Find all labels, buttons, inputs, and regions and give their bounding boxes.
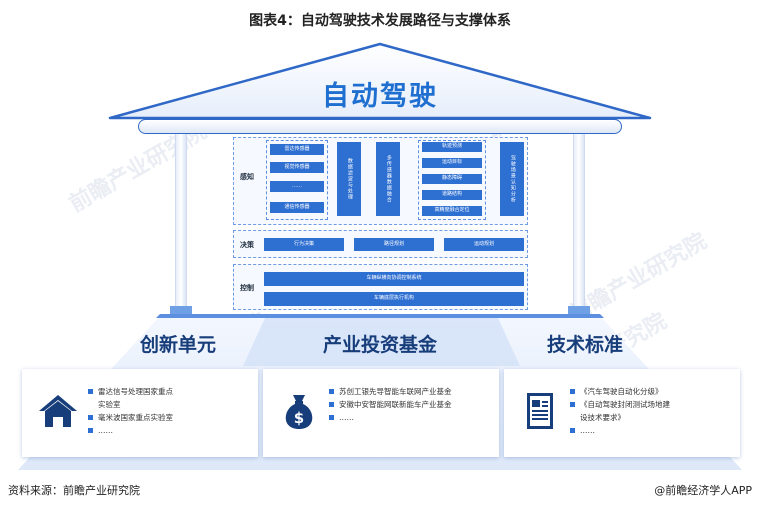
control-layer: 控制 车辆纵横向协调控制系统 车辆底层执行机构 bbox=[233, 264, 528, 310]
perception-layer: 感知 雷达传感器 视觉传感器 …… 通信传感器 数据滤波与处理 多传感器数据融合… bbox=[233, 137, 528, 225]
money-bag-icon: $ bbox=[285, 395, 313, 429]
list-item: 《自动驾驶封闭测试场地建 bbox=[570, 398, 734, 411]
list-item: 毫米波国家重点实验室 bbox=[88, 411, 252, 424]
sensor-box: 雷达传感器 bbox=[270, 144, 324, 155]
decision-box: 运动规划 bbox=[444, 238, 524, 251]
pillar-base bbox=[568, 306, 590, 314]
control-box: 车辆底层执行机构 bbox=[264, 292, 524, 306]
control-box: 车辆纵横向协调控制系统 bbox=[264, 272, 524, 286]
list-item: 苏创工银先导智能车联网产业基金 bbox=[329, 385, 493, 398]
house-icon bbox=[39, 395, 77, 427]
innovation-list: 雷达信号处理国家重点 实验室 毫米波国家重点实验室 …… bbox=[88, 385, 252, 437]
svg-text:$: $ bbox=[294, 409, 304, 427]
decision-layer: 决策 行为决策 路径规划 运动规划 bbox=[233, 230, 528, 258]
innovation-card: 雷达信号处理国家重点 实验室 毫米波国家重点实验室 …… bbox=[22, 369, 258, 457]
task-box: 高精度融合定位 bbox=[422, 206, 482, 216]
list-item: …… bbox=[88, 424, 252, 437]
decision-box: 路径规划 bbox=[354, 238, 434, 251]
task-box: 轨迹预测 bbox=[422, 142, 482, 152]
fusion-box: 多传感器数据融合 bbox=[376, 142, 400, 216]
task-box: 静态障碍 bbox=[422, 174, 482, 184]
standard-card: 《汽车驾驶自动化分级》 《自动驾驶封闭测试场地建 设技术要求》 …… bbox=[504, 369, 740, 457]
roof-graphic bbox=[108, 42, 652, 120]
list-item: 实验室 bbox=[98, 400, 121, 409]
decision-label: 决策 bbox=[240, 241, 254, 249]
sensor-group bbox=[266, 140, 328, 220]
task-box: 道路结构 bbox=[422, 190, 482, 200]
unit-title-innovation: 创新单元 bbox=[139, 334, 216, 356]
list-item: …… bbox=[570, 424, 734, 437]
roof-title: 自动驾驶 bbox=[322, 81, 438, 112]
fund-card: $ 苏创工银先导智能车联网产业基金 安徽中安智能网联新能车产业基金 …… bbox=[263, 369, 499, 457]
processing-box: 数据滤波与处理 bbox=[337, 142, 361, 216]
brand-note: @前瞻经济学人APP bbox=[654, 484, 752, 497]
perception-label: 感知 bbox=[240, 173, 254, 181]
task-group bbox=[418, 140, 486, 220]
pillar bbox=[175, 134, 187, 314]
standard-list: 《汽车驾驶自动化分级》 《自动驾驶封闭测试场地建 设技术要求》 …… bbox=[570, 385, 734, 437]
pillar-base bbox=[170, 306, 192, 314]
fund-list: 苏创工银先导智能车联网产业基金 安徽中安智能网联新能车产业基金 …… bbox=[329, 385, 493, 424]
unit-title-standard: 技术标准 bbox=[546, 334, 623, 356]
cognition-box: 驾驶场景认知分析 bbox=[500, 142, 524, 216]
list-item: 雷达信号处理国家重点 bbox=[88, 385, 252, 398]
list-item: 安徽中安智能网联新能车产业基金 bbox=[329, 398, 493, 411]
roof-beam bbox=[138, 119, 622, 134]
source-note: 资料来源：前瞻产业研究院 bbox=[8, 484, 140, 497]
control-label: 控制 bbox=[240, 284, 254, 292]
unit-title-fund: 产业投资基金 bbox=[322, 334, 437, 356]
sensor-box: …… bbox=[270, 181, 324, 192]
document-icon bbox=[527, 393, 553, 429]
list-item: …… bbox=[329, 411, 493, 424]
sensor-box: 视觉传感器 bbox=[270, 162, 324, 173]
figure-title: 图表4：自动驾驶技术发展路径与支撑体系 bbox=[249, 13, 511, 29]
task-box: 运动目标 bbox=[422, 158, 482, 168]
decision-box: 行为决策 bbox=[264, 238, 344, 251]
list-item: 《汽车驾驶自动化分级》 bbox=[570, 385, 734, 398]
sensor-box: 通信传感器 bbox=[270, 202, 324, 213]
list-item: 设技术要求》 bbox=[580, 413, 625, 422]
pillar bbox=[573, 134, 585, 314]
